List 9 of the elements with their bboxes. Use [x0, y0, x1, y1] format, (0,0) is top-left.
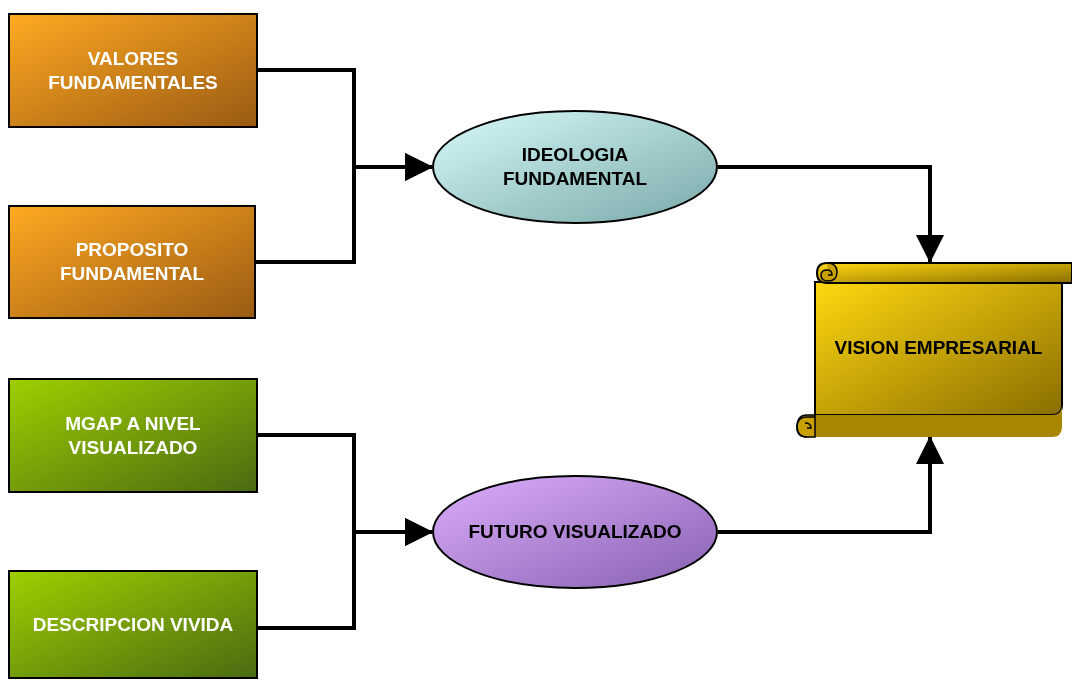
- node-label: VALORES FUNDAMENTALES: [47, 46, 219, 95]
- node-label: DESCRIPCION VIVIDA: [32, 612, 234, 637]
- node-label: MGAP A NIVEL VISUALIZADO: [64, 411, 202, 460]
- node-label: IDEOLOGIA FUNDAMENTAL: [501, 143, 649, 191]
- node-label: VISION EMPRESARIAL: [834, 335, 1043, 360]
- connector-arrow: [718, 165, 944, 263]
- node-label: FUTURO VISUALIZADO: [468, 520, 682, 544]
- connector-arrow: [718, 436, 944, 534]
- node-label: PROPOSITO FUNDAMENTAL: [58, 238, 206, 286]
